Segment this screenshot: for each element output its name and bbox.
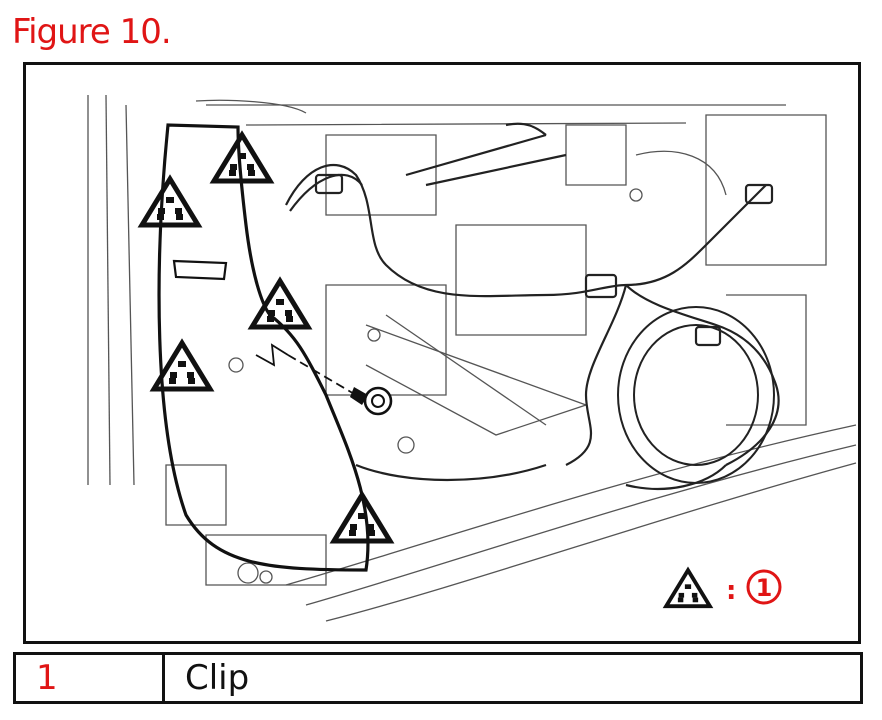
legend-row: 1 Clip — [13, 652, 863, 704]
clip-key-number: 1 — [756, 574, 773, 602]
wire-harness — [285, 122, 780, 491]
clip-key-separator: : — [726, 576, 736, 606]
figure-title: Figure 10. — [12, 12, 172, 52]
legend-description: Clip — [162, 652, 863, 704]
clip-location-markers — [142, 135, 390, 541]
legend-table: 1 Clip — [13, 652, 863, 704]
door-inner-structure — [87, 94, 857, 622]
clip-key-number-circle — [746, 569, 782, 605]
clip-key-marker — [664, 568, 712, 609]
door-handle-opening — [172, 259, 228, 281]
door-panel-diagram: : 1 — [23, 62, 861, 644]
door-trim-outline — [157, 123, 370, 572]
door-panel-illustration: : 1 — [87, 94, 857, 622]
clip-marker-2 — [142, 179, 198, 225]
speaker-outline — [617, 306, 775, 484]
clip-marker-3 — [252, 281, 308, 327]
clip-part-illustration — [255, 343, 393, 416]
clip-key: : 1 — [664, 568, 782, 609]
legend-number: 1 — [13, 652, 165, 704]
